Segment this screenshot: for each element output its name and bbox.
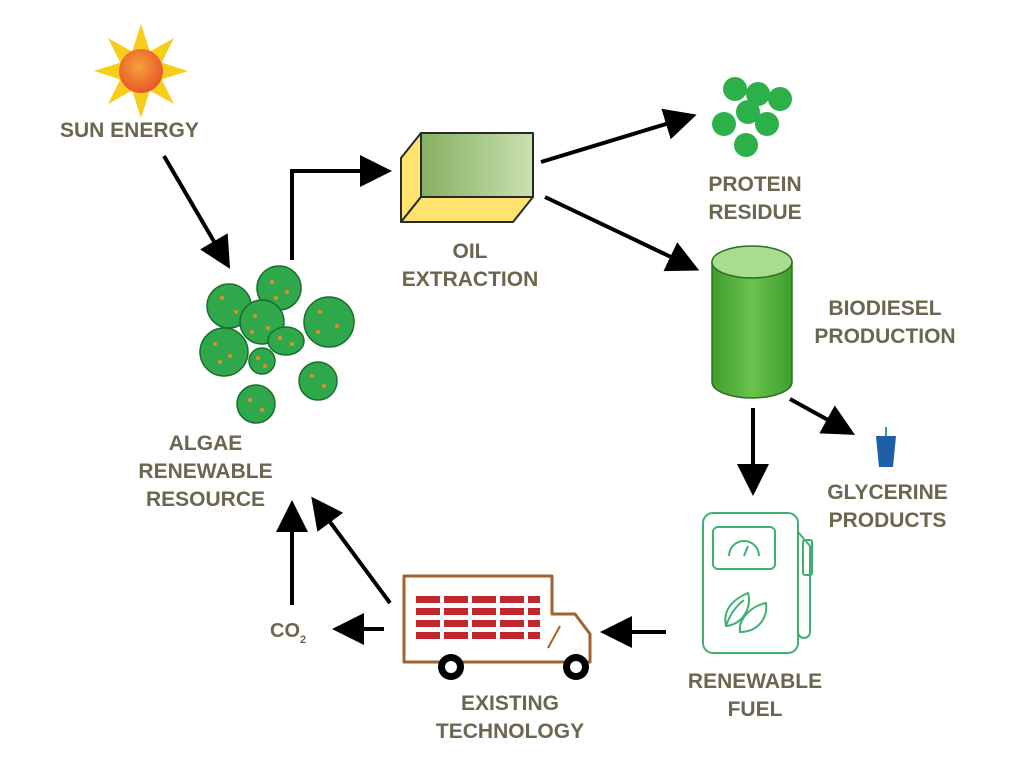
truck-cargo-bricks xyxy=(416,596,540,639)
algae-renewable-resource-label: ALGAE RENEWABLE RESOURCE xyxy=(138,432,273,511)
existing-technology-label: EXISTING TECHNOLOGY xyxy=(435,692,585,743)
protein-residue-label: PROTEIN RESIDUE xyxy=(708,173,802,224)
arrow-truck-to-algae xyxy=(311,496,392,605)
arrow-algae-to-oil-extraction xyxy=(290,155,392,260)
arrow-biodiesel-to-glycerine xyxy=(789,397,856,435)
renewable-fuel-label: RENEWABLE FUEL xyxy=(687,670,823,721)
arrow-sun-to-algae xyxy=(162,154,231,269)
fuel-pump-icon xyxy=(702,512,813,654)
sun-icon xyxy=(94,24,188,118)
algae-cell-dots xyxy=(213,280,339,412)
cylinder-tank-icon xyxy=(711,245,793,399)
flow-arrows xyxy=(162,108,856,648)
arrow-oil-to-biodiesel xyxy=(544,195,700,272)
algae-cells-icon xyxy=(199,265,355,424)
cup-icon xyxy=(876,427,896,467)
glycerine-products-label: GLYCERINE PRODUCTS xyxy=(827,481,948,532)
arrow-oil-to-protein xyxy=(540,108,697,164)
protein-cluster-icon xyxy=(712,77,792,157)
sun-energy-label: SUN ENERGY xyxy=(60,119,199,142)
biodiesel-production-label: BIODIESEL PRODUCTION xyxy=(814,297,956,348)
truck-wheels xyxy=(438,654,589,680)
co2-label: CO2 xyxy=(270,620,307,646)
box-icon xyxy=(400,132,534,223)
truck-icon xyxy=(402,574,592,680)
oil-extraction-label: OIL EXTRACTION xyxy=(401,240,539,291)
